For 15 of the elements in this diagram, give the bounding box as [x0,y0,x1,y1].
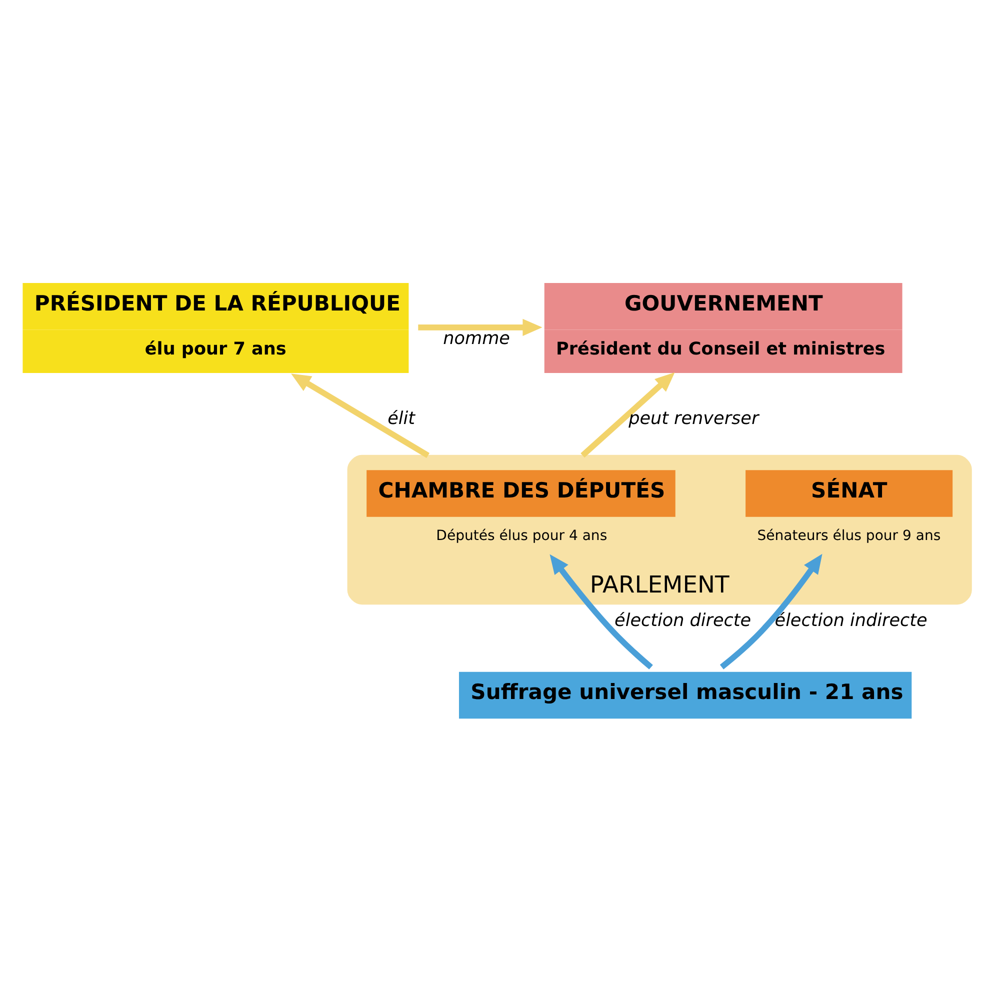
edge-label: élection directe [614,610,752,631]
arrow [550,554,653,669]
node-label: Députés élus pour 4 ans [436,527,608,544]
arrow [720,553,822,669]
node-box: Suffrage universel masculin - 21 ans [458,671,912,718]
edge-label: élection indirecte [774,610,928,631]
arrow [418,318,542,336]
edge-label: nomme [443,328,510,348]
node-box: CHAMBRE DES DÉPUTÉS [366,470,676,516]
arrow [291,373,430,458]
node-label: Sénateurs élus pour 9 ans [757,527,941,544]
node-box: SÉNAT [746,470,953,516]
edge-label: peut renverser [628,408,759,428]
edge-label: élit [388,408,416,428]
arrow [580,372,675,458]
